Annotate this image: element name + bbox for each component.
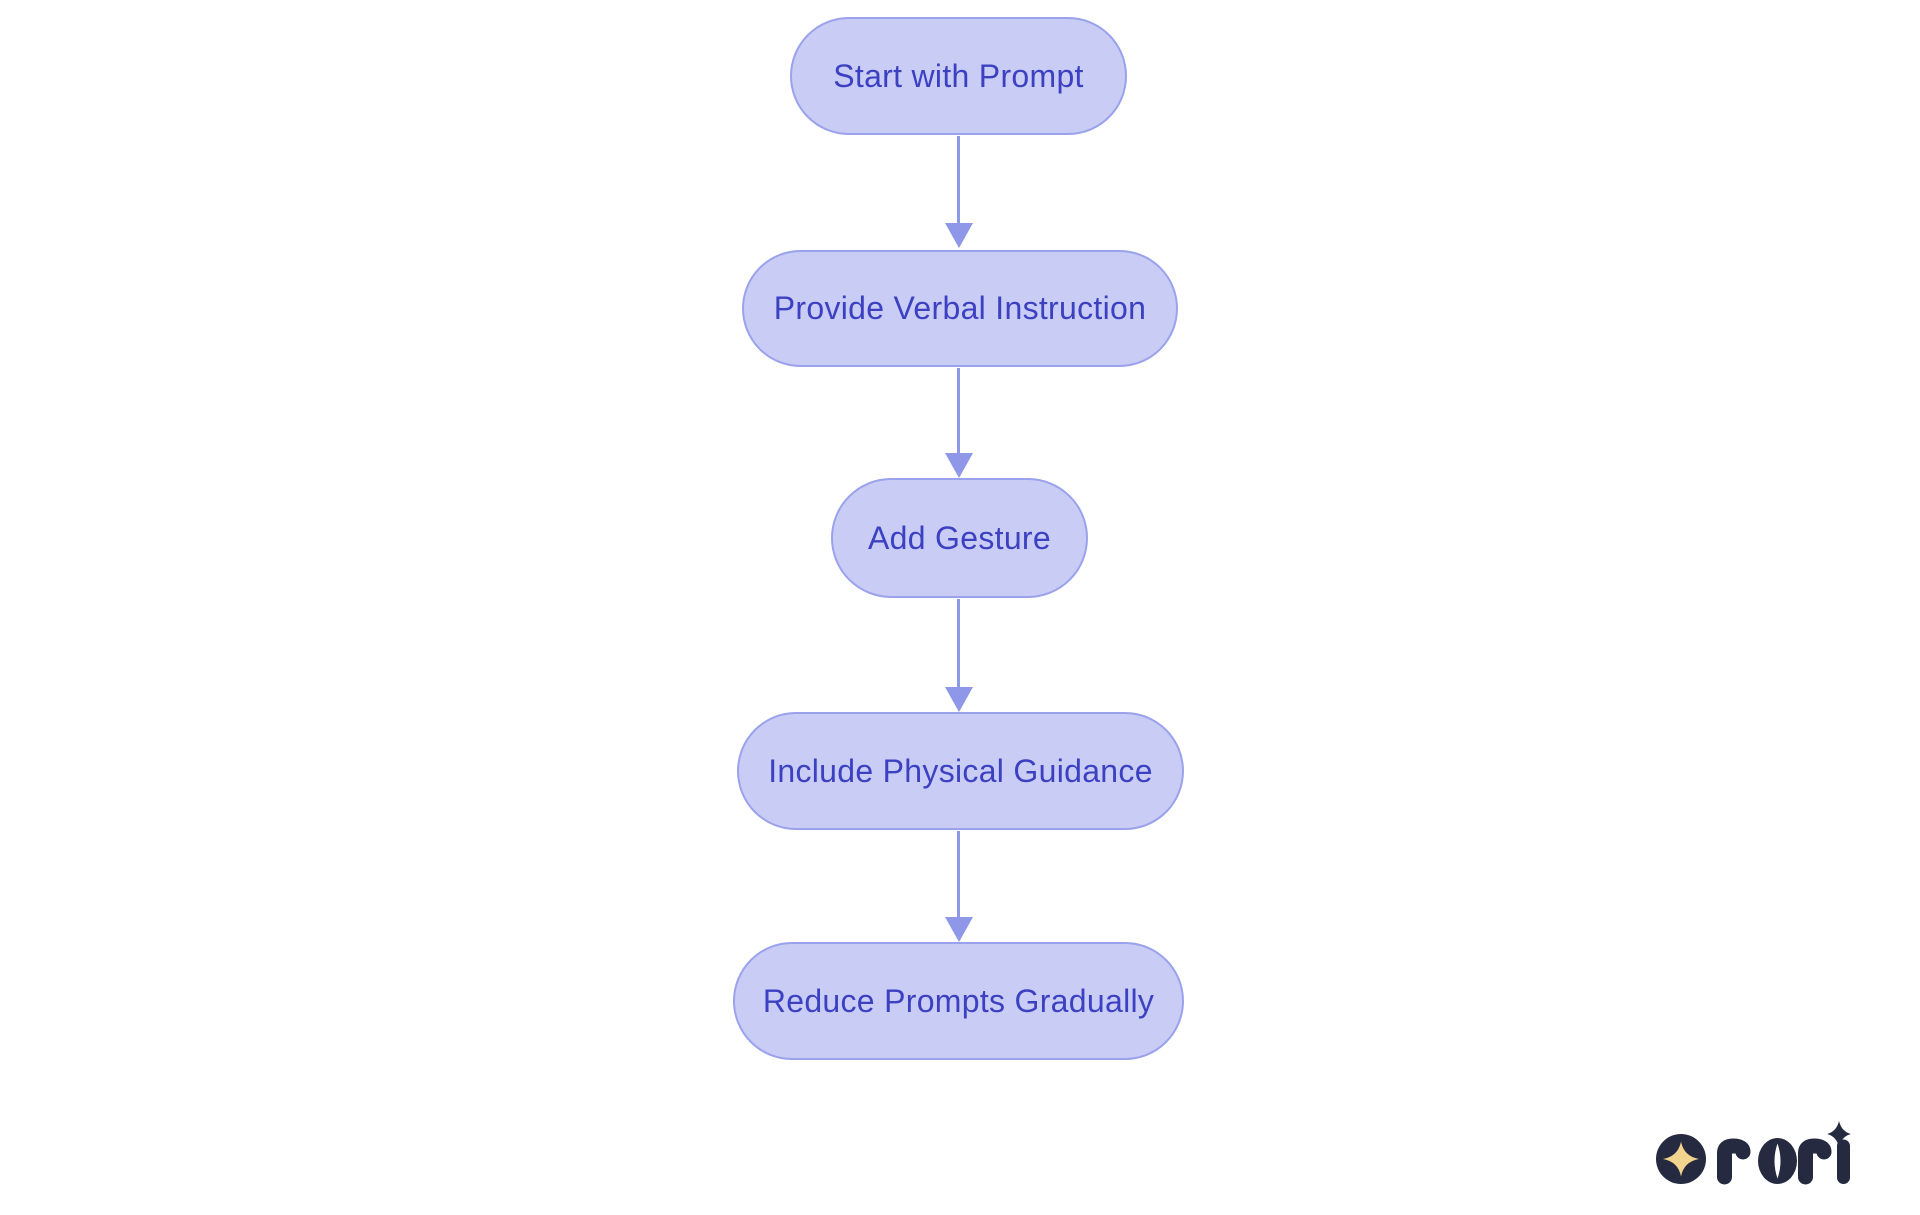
rori-logo bbox=[1650, 1118, 1855, 1188]
flow-node-label: Reduce Prompts Gradually bbox=[762, 982, 1155, 1019]
flow-node-reduce-prompts-gradually: Reduce Prompts Gradually bbox=[733, 942, 1184, 1060]
flow-node-label: Include Physical Guidance bbox=[768, 752, 1153, 789]
arrow-head-down-icon bbox=[944, 223, 973, 248]
flow-arrow-4 bbox=[944, 831, 973, 942]
arrow-line bbox=[956, 599, 961, 687]
arrow-head-down-icon bbox=[944, 687, 973, 712]
sparkle-icon bbox=[1827, 1121, 1851, 1147]
arrow-line bbox=[956, 368, 961, 453]
logo-letter-o-slit bbox=[1774, 1143, 1781, 1179]
flow-arrow-1 bbox=[944, 136, 973, 248]
logo-letter-r bbox=[1798, 1138, 1832, 1185]
rori-logo-mark bbox=[1656, 1121, 1851, 1185]
flow-node-label: Start with Prompt bbox=[833, 57, 1084, 94]
arrow-head-down-icon bbox=[944, 453, 973, 478]
four-point-star-icon bbox=[1663, 1141, 1699, 1177]
flow-node-label: Add Gesture bbox=[868, 519, 1051, 556]
logo-letter-r bbox=[1717, 1138, 1751, 1185]
arrow-line bbox=[956, 136, 961, 223]
arrow-head-down-icon bbox=[944, 917, 973, 942]
flow-node-add-gesture: Add Gesture bbox=[831, 478, 1088, 598]
flow-arrow-3 bbox=[944, 599, 973, 712]
flow-arrow-2 bbox=[944, 368, 973, 478]
flow-node-include-physical-guidance: Include Physical Guidance bbox=[737, 712, 1184, 830]
flow-node-start-with-prompt: Start with Prompt bbox=[790, 17, 1127, 135]
flow-node-label: Provide Verbal Instruction bbox=[773, 290, 1147, 326]
flow-node-provide-verbal-instruction: Provide Verbal Instruction bbox=[742, 250, 1178, 367]
arrow-line bbox=[956, 831, 961, 917]
